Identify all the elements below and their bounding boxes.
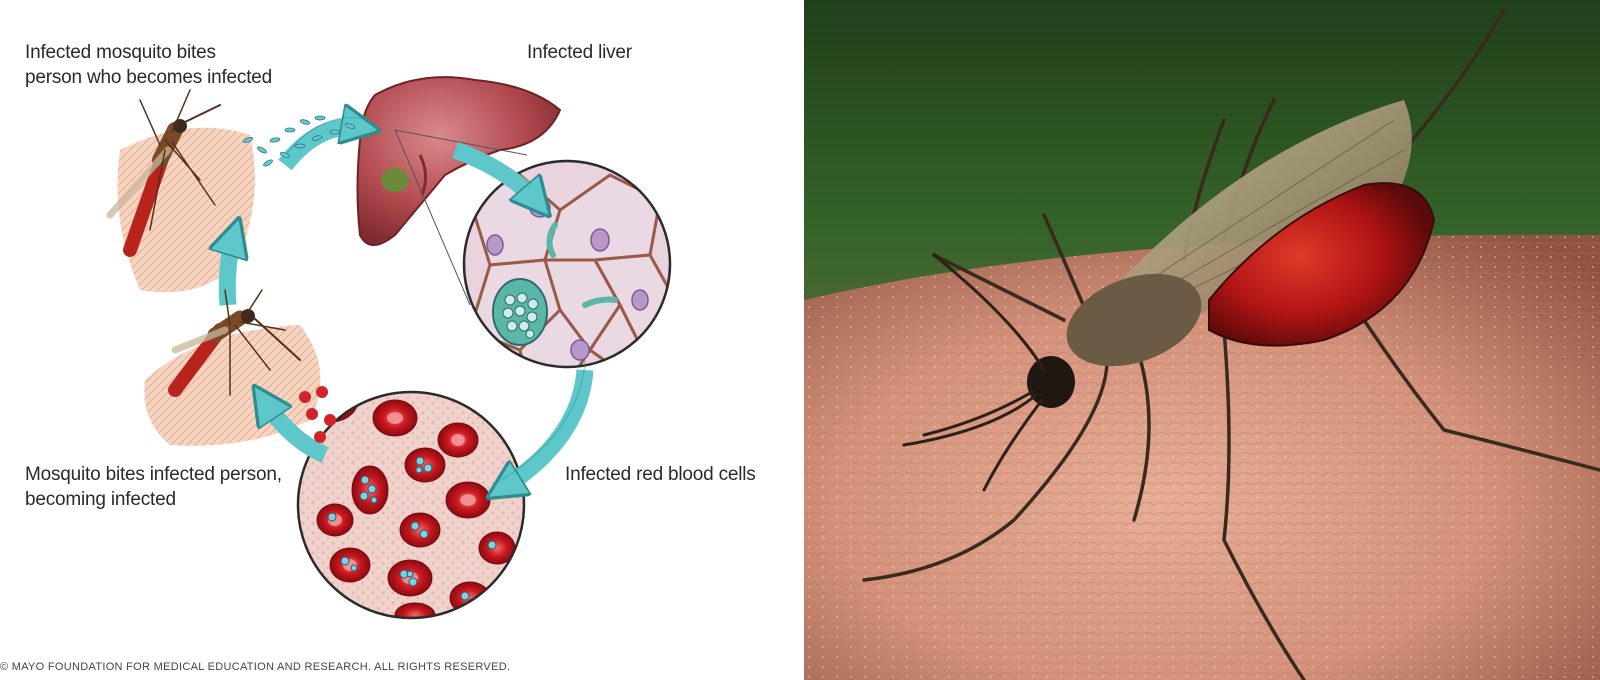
label-mosquito-bites-infected-person: Mosquito bites infected person, becoming… (25, 462, 282, 512)
arrow-liver-to-inset (452, 142, 540, 205)
sporozoites (242, 115, 356, 167)
label-infected-liver: Infected liver (527, 42, 632, 63)
copyright-credit: © MAYO FOUNDATION FOR MEDICAL EDUCATION … (0, 661, 511, 673)
mosquito-upper (106, 89, 221, 257)
photo-graphic (804, 0, 1600, 680)
label-infected-mosquito-bites: Infected mosquito bites person who becom… (25, 40, 272, 90)
arrow-mosquito-up (227, 232, 235, 306)
malaria-lifecycle-diagram: Infected mosquito bites person who becom… (0, 40, 756, 673)
lifecycle-arrows (227, 127, 594, 490)
label-line: Mosquito bites infected person, becoming… (25, 464, 282, 510)
liver-illustration (356, 76, 562, 246)
label-line: Infected mosquito bites person who becom… (25, 42, 273, 88)
liver-cells-inset (462, 159, 672, 369)
mosquito-lower (168, 289, 301, 397)
label-infected-red-blood-cells: Infected red blood cells (565, 464, 756, 485)
mosquito-body (862, 8, 1600, 680)
mosquito-photo (804, 0, 1600, 680)
ingested-blood-cells (299, 386, 336, 443)
diagram-graphic (106, 76, 672, 620)
arrow-liver-to-blood (500, 369, 594, 490)
arrow-blood-to-mosquito (262, 398, 329, 463)
arrow-mosquito-to-liver (278, 127, 365, 171)
